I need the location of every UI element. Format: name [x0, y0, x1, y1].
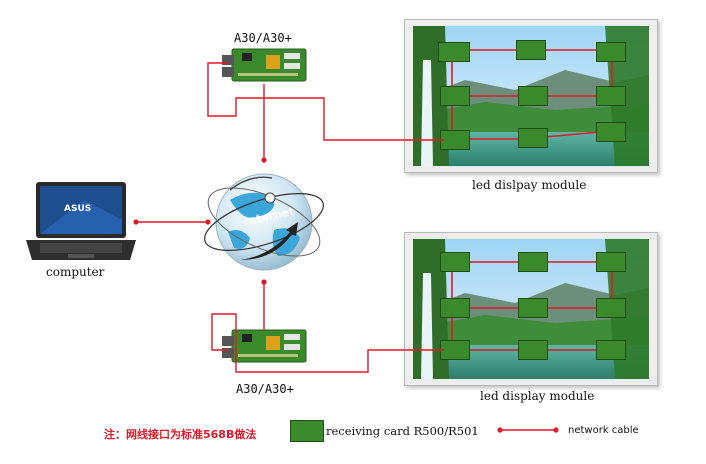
network-cable-legend-icon — [497, 427, 559, 433]
receiving-card-b4 — [440, 298, 470, 318]
controller-bottom-label: A30/A30+ — [236, 382, 294, 396]
controller-card-top-icon — [222, 48, 307, 82]
computer-label: computer — [46, 265, 105, 279]
receiving-card-b1 — [440, 252, 470, 272]
receiving-card-t1 — [438, 42, 470, 62]
network-cable-legend: network cable — [568, 425, 639, 436]
display-bottom-label: led display module — [480, 389, 595, 403]
receiving-card-t8 — [518, 128, 548, 148]
receiving-card-b5 — [518, 298, 548, 318]
receiving-card-t4 — [440, 86, 470, 106]
receiving-card-b9 — [596, 340, 626, 360]
controller-card-bottom-icon — [222, 329, 307, 363]
wiring-note: 注：网线接口为标准568B做法 — [104, 428, 257, 441]
receiving-card-b8 — [518, 340, 548, 360]
receiving-card-b6 — [596, 298, 626, 318]
globe-icon — [204, 173, 324, 271]
laptop-brand: ASUS — [64, 204, 92, 214]
receiving-card-b3 — [596, 252, 626, 272]
receiving-card-legend: receiving card R500/R501 — [326, 424, 479, 438]
receiving-card-t6 — [596, 86, 626, 106]
controller-top-label: A30/A30+ — [234, 31, 292, 45]
receiving-card-t5 — [518, 86, 548, 106]
receiving-card-t3 — [596, 42, 626, 62]
receiving-card-t2 — [516, 40, 546, 60]
receiving-card-b2 — [518, 252, 548, 272]
laptop-icon — [26, 182, 136, 260]
display-top-label: led dislpay module — [472, 178, 587, 192]
receiving-card-t9 — [596, 122, 626, 142]
receiving-card-icon — [290, 420, 324, 442]
